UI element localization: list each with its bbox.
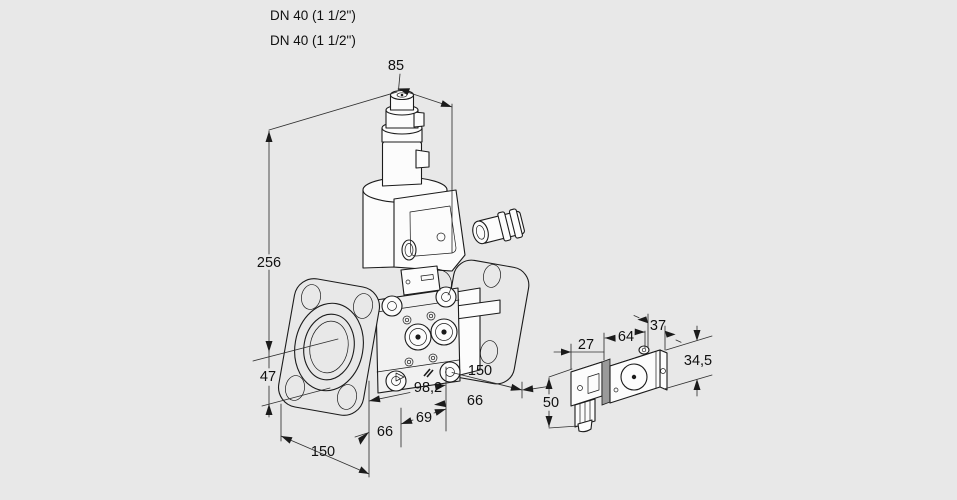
dim-256-label: 256: [257, 255, 281, 271]
dim-98-2-label: 98,2: [414, 380, 442, 396]
pressure-taps: [404, 318, 458, 351]
dim-body-length: 64: [604, 328, 646, 349]
dim-flange-size-left: 150: [280, 380, 370, 478]
dim-47-label: 47: [260, 369, 276, 385]
detail-cable-gland: [574, 398, 596, 433]
dim-face-to-tap: 98,2: [368, 380, 446, 403]
dim-64-label: 64: [618, 329, 634, 345]
dim-body-height: 34,5: [663, 325, 713, 397]
left-flange: [277, 278, 381, 416]
dim-body-depth: 37: [633, 313, 682, 351]
dim-overall-height: 256 47: [252, 91, 398, 418]
dim-27-label: 27: [578, 337, 594, 353]
valve-assembly-view: [277, 89, 530, 416]
nominal-size-line2: DN 40 (1 1/2"): [270, 33, 356, 48]
valve-body: [375, 286, 461, 394]
dim-50-label: 50: [543, 395, 559, 411]
solenoid-detail-view: [570, 345, 668, 433]
dim-66-left-label: 66: [377, 424, 393, 440]
dim-34-5-label: 34,5: [684, 353, 712, 369]
top-screw: [638, 345, 650, 355]
dim-body-width: 69: [400, 366, 447, 432]
actuator-housing: [393, 189, 466, 272]
hatch-mark: [423, 368, 434, 378]
dim-69-label: 69: [416, 410, 432, 426]
cable-gland-loose: [472, 208, 525, 245]
coil-connector: [400, 265, 452, 296]
dim-body-to-flange: 66: [434, 385, 549, 409]
dim-150-right-label: 150: [468, 363, 492, 379]
nominal-size-line1: DN 40 (1 1/2"): [270, 8, 356, 23]
dim-connector-height: 50: [543, 368, 579, 429]
dim-85-label: 85: [388, 58, 404, 74]
dim-face-to-body: 66: [354, 407, 402, 448]
dim-connector-width: 27: [553, 332, 605, 370]
body-screws: [402, 311, 438, 367]
flow-direction-icon: [395, 372, 405, 382]
valve-spindle: [381, 89, 430, 187]
solenoid-body: [609, 345, 668, 404]
right-pipe-hub: [455, 287, 501, 377]
mounting-band: [601, 358, 611, 406]
dim-66-right-label: 66: [467, 393, 483, 409]
dim-150-left-label: 150: [311, 444, 335, 460]
dim-spindle-width: 85: [388, 58, 453, 254]
dim-37-label: 37: [650, 318, 666, 334]
